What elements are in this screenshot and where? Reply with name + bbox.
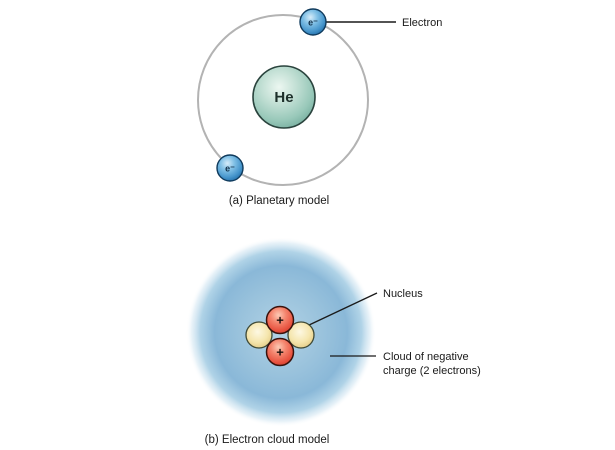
cloud-label-line1: Cloud of negative (383, 351, 469, 363)
electron-bottom-symbol: e⁻ (225, 164, 235, 174)
helium-symbol: He (274, 89, 293, 106)
electron-top (299, 8, 327, 36)
electron-label: Electron (402, 17, 442, 29)
proton-bottom (265, 337, 295, 367)
electron-bottom (216, 154, 244, 182)
helium-nucleus (252, 65, 316, 129)
electron-cloud-panel: + + Nucleus Cloud of negative charge (2 … (186, 237, 481, 446)
cloud-label-line2: charge (2 electrons) (383, 365, 481, 377)
proton-top (265, 305, 295, 335)
planetary-model-panel: He Electron e⁻ e⁻ (a) Planetary model (197, 8, 442, 207)
proton-top-plus: + (276, 313, 284, 328)
nucleus-label: Nucleus (383, 288, 423, 300)
neutron-left (245, 321, 273, 349)
electron-top-symbol: e⁻ (308, 18, 318, 28)
electron-cloud-caption: (b) Electron cloud model (205, 434, 330, 446)
planetary-model-caption: (a) Planetary model (229, 195, 329, 207)
electron-orbit-ring (197, 14, 369, 186)
neutron-right (287, 321, 315, 349)
proton-bottom-plus: + (276, 345, 284, 360)
